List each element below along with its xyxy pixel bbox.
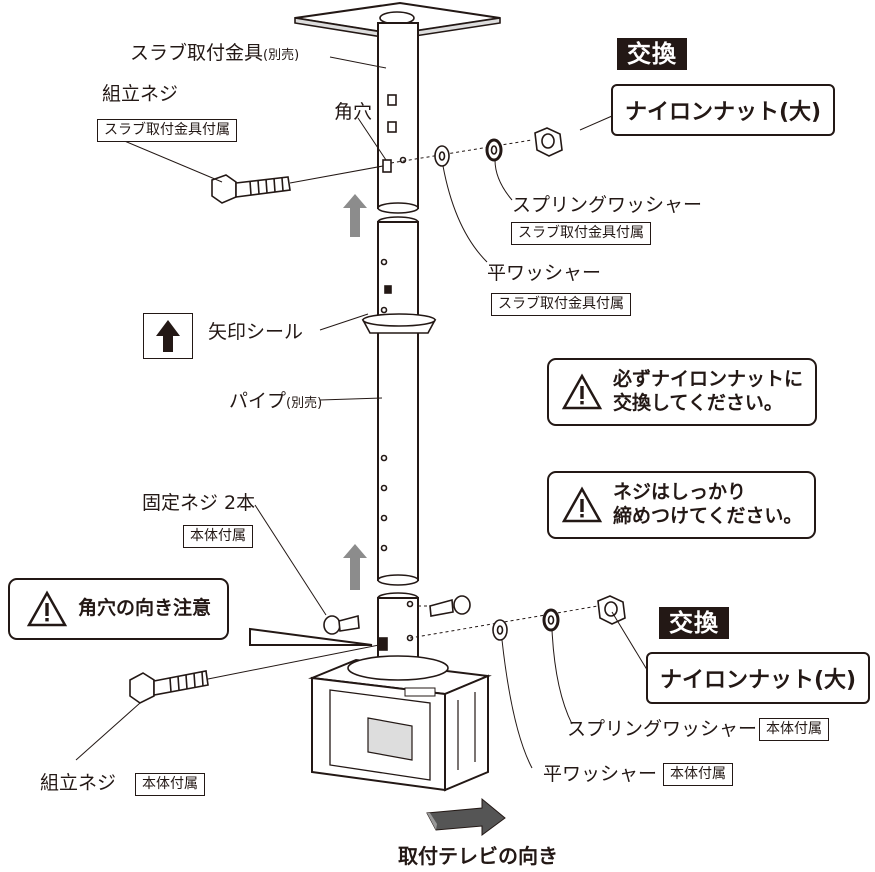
- label-pipe: パイプ(別売): [229, 390, 323, 412]
- tag-slab-accessory-2: スラブ取付金具付属: [511, 222, 651, 245]
- flat-washer-top: [434, 145, 450, 167]
- label-flat-washer-bottom: 平ワッシャー: [543, 763, 658, 785]
- tag-slab-accessory-1: スラブ取付金具付属: [97, 119, 237, 142]
- label-arrow-seal: 矢印シール: [208, 321, 304, 343]
- tag-slab-accessory-3: スラブ取付金具付属: [491, 293, 631, 316]
- warning-triangle-icon: [561, 486, 603, 522]
- spring-washer-bottom: [542, 608, 560, 632]
- tag-body-accessory-2: 本体付属: [759, 718, 829, 741]
- warning-triangle-icon: [26, 590, 68, 627]
- callout-nylon-nut-bottom: ナイロンナット(大): [646, 652, 871, 704]
- label-assembly-screw-top: 組立ネジ: [102, 83, 179, 105]
- badge-exchange-bottom: 交換: [659, 607, 729, 640]
- body-box: [308, 655, 492, 792]
- tag-body-accessory-1: 本体付属: [183, 525, 253, 548]
- warning-nylon-nut: 必ずナイロンナットに交換してください。: [547, 358, 818, 426]
- label-square-hole: 角穴: [334, 101, 373, 123]
- fixing-screw-left: [323, 614, 360, 635]
- pipe-collar: [361, 313, 437, 334]
- spring-washer-top: [485, 138, 503, 162]
- tag-body-accessory-3: 本体付属: [663, 763, 733, 786]
- pipe: [377, 216, 419, 586]
- nylon-nut-bottom: [597, 595, 626, 625]
- up-arrow-icon: [156, 320, 180, 352]
- warning-screw-tighten: ネジはしっかり締めつけてください。: [547, 471, 817, 539]
- label-assembly-screw-bottom: 組立ネジ: [40, 772, 117, 794]
- flat-washer-bottom: [492, 619, 508, 641]
- direction-arrow-icon: [426, 797, 506, 836]
- label-flat-washer-top: 平ワッシャー: [487, 262, 602, 284]
- tag-body-accessory-4: 本体付属: [135, 773, 205, 796]
- nylon-nut-top: [534, 127, 563, 157]
- label-tv-direction: 取付テレビの向き: [398, 844, 558, 868]
- arrow-seal-sample: [143, 313, 193, 359]
- label-fixing-screws: 固定ネジ 2本: [142, 492, 256, 514]
- label-spring-washer-bottom: スプリングワッシャー: [567, 718, 758, 740]
- leader-lines: [75, 56, 653, 769]
- warning-square-hole: 角穴の向き注意: [8, 578, 230, 640]
- warning-triangle-icon: [561, 373, 603, 409]
- badge-exchange-top: 交換: [617, 38, 687, 71]
- label-slab-bracket: スラブ取付金具(別売): [130, 42, 300, 64]
- assembly-screw-bottom: [129, 670, 209, 704]
- callout-nylon-nut-top: ナイロンナット(大): [611, 84, 836, 136]
- assembly-screw-top: [211, 174, 291, 204]
- slab-bracket-tube: [377, 22, 419, 214]
- up-arrow-icon: [343, 194, 367, 590]
- label-spring-washer-top: スプリングワッシャー: [512, 194, 703, 216]
- warning-hole-pointer: [249, 627, 373, 646]
- fixing-screw-right: [429, 595, 471, 617]
